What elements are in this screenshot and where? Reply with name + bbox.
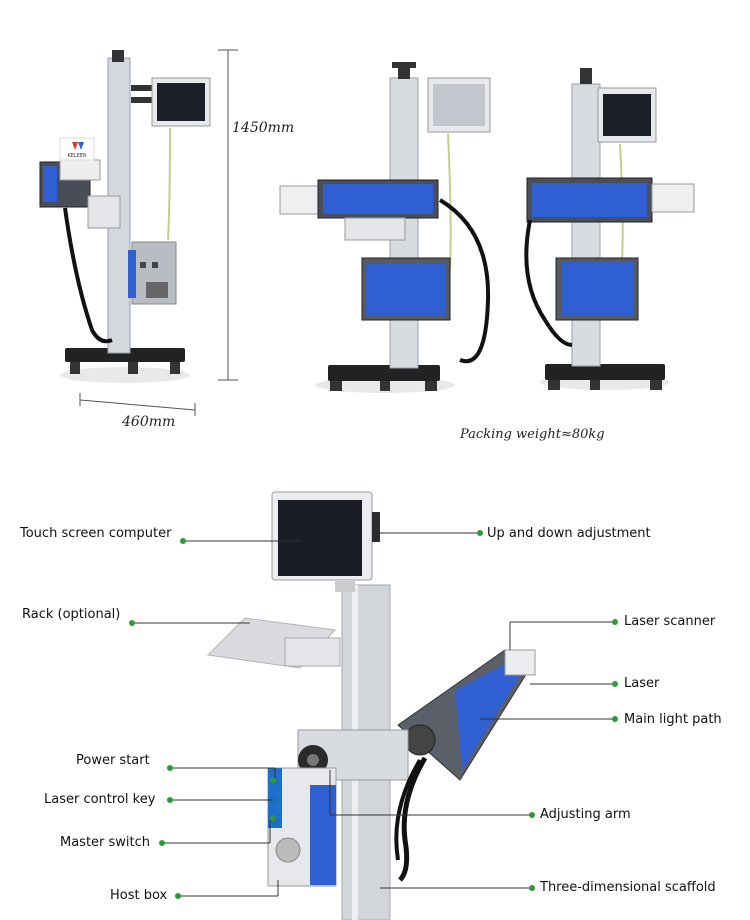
brand-logo-text: KELEER <box>67 153 87 159</box>
packing-weight-label: Packing weight≈80kg <box>460 427 605 442</box>
product-views-illustration: KELEER <box>39 49 695 416</box>
callout-touch-screen: Touch screen computer <box>20 526 172 541</box>
height-dimension-label: 1450mm <box>232 120 295 136</box>
callout-up-down: Up and down adjustment <box>487 526 651 541</box>
callout-laser: Laser <box>624 676 660 691</box>
callout-rack: Rack (optional) <box>22 607 121 622</box>
callout-adjusting-arm: Adjusting arm <box>540 807 631 822</box>
height-dimension-line <box>218 49 238 381</box>
callout-dots <box>129 530 618 899</box>
width-dimension-line <box>79 393 196 416</box>
machine-view-left <box>39 50 211 383</box>
callout-host-box: Host box <box>110 888 168 903</box>
callout-master-switch: Master switch <box>60 835 151 850</box>
machine-view-right <box>524 68 695 390</box>
callout-three-d-scaffold: Three-dimensional scaffold <box>540 880 716 895</box>
callout-laser-scanner: Laser scanner <box>624 614 716 629</box>
callout-main-light-path: Main light path <box>624 712 722 727</box>
callout-laser-control-key: Laser control key <box>44 792 156 807</box>
machine-view-middle <box>279 62 491 393</box>
brand-logo: KELEER <box>59 137 95 161</box>
callout-power-start: Power start <box>76 753 150 768</box>
width-dimension-label: 460mm <box>122 414 176 430</box>
